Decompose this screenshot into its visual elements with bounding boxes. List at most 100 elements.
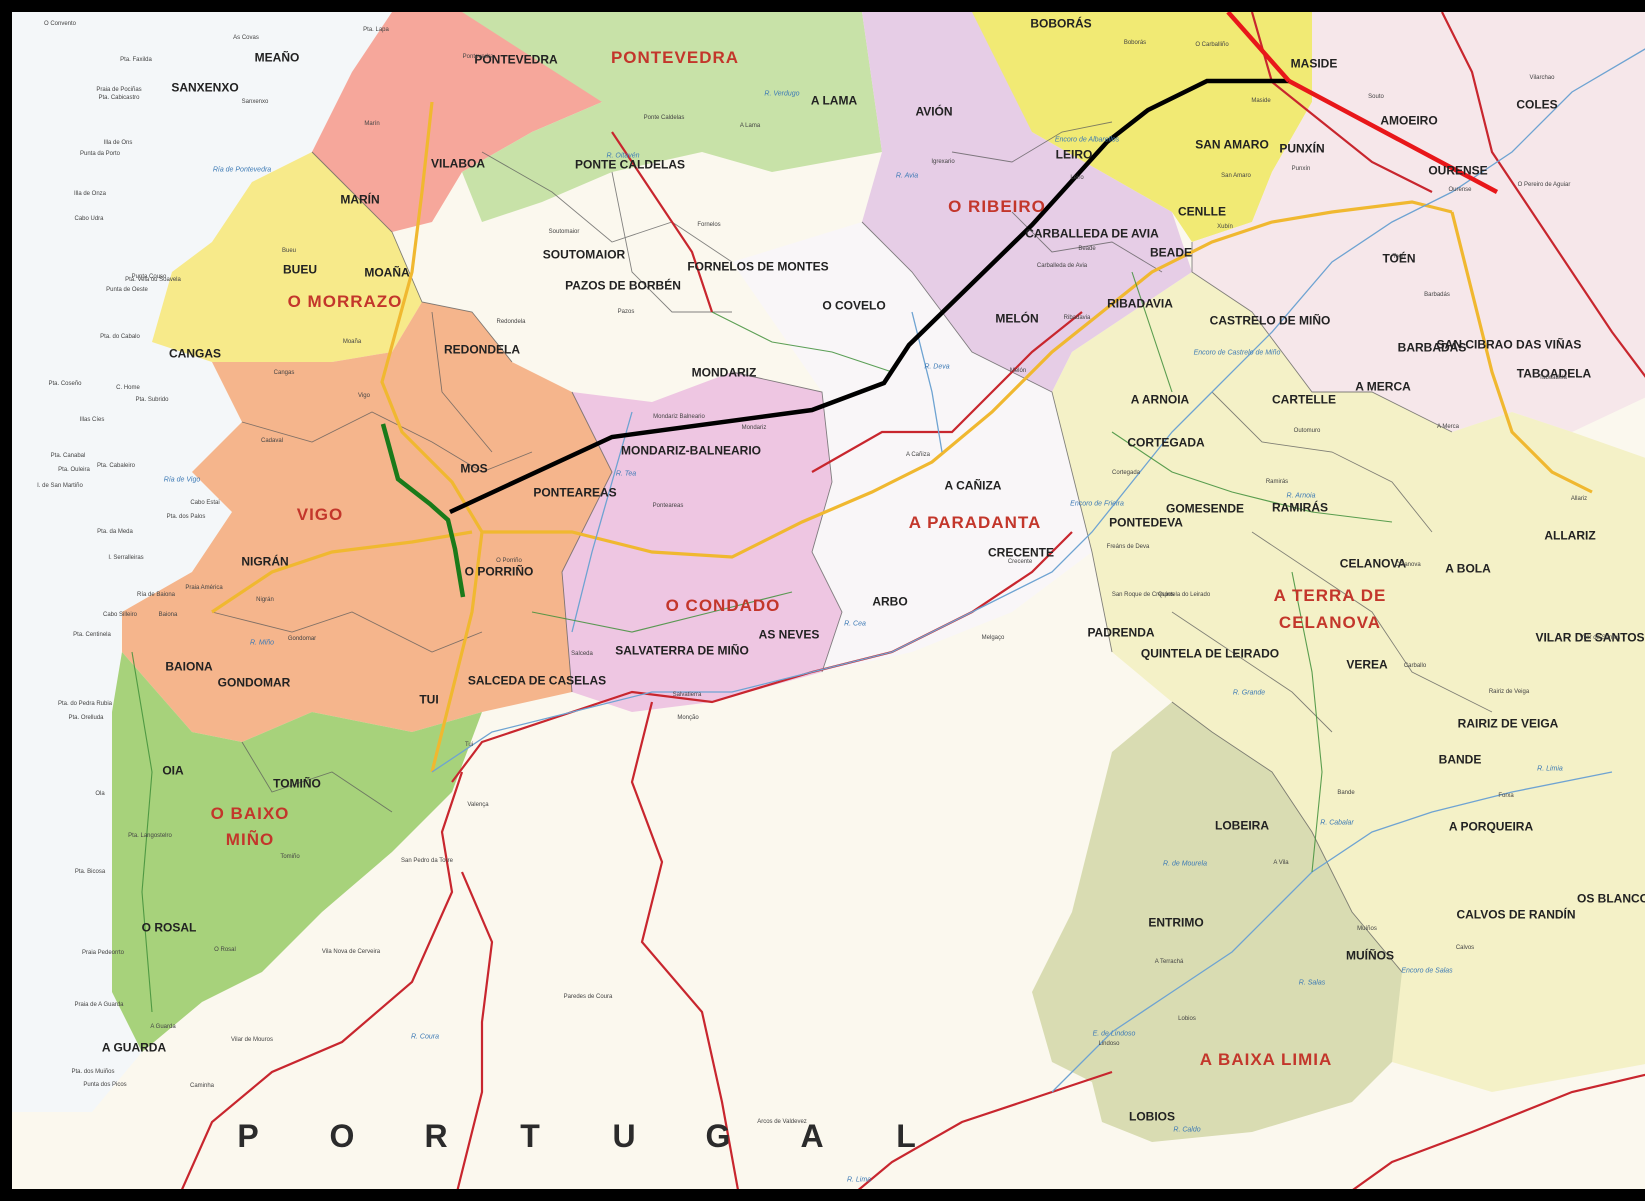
place-label: A Merca bbox=[1436, 423, 1460, 430]
place-label: Marín bbox=[364, 120, 380, 127]
place-label: Pta. dos Palos bbox=[166, 513, 206, 520]
rivers bbox=[431, 48, 1645, 1093]
municipality-label: PONTEAREAS bbox=[533, 485, 617, 500]
place-label: Valença bbox=[467, 801, 489, 808]
map-canvas bbox=[12, 12, 1645, 1189]
country-letter: U bbox=[612, 1118, 636, 1155]
place-label: Soutomaior bbox=[548, 228, 580, 235]
place-label: Pta. do Pedra Rubia bbox=[57, 700, 113, 707]
place-label: Pta. dos Muiños bbox=[71, 1068, 115, 1075]
region-pontevedra[interactable] bbox=[312, 12, 612, 232]
river-label: R. Tea bbox=[615, 470, 637, 478]
place-label: Punta Couso bbox=[131, 273, 167, 280]
place-label: A Vila bbox=[1273, 859, 1289, 866]
place-label: Crecente bbox=[1007, 558, 1033, 565]
region-o-baixo-mino[interactable] bbox=[112, 652, 482, 1052]
municipality-label: SALCEDA DE CASELAS bbox=[467, 673, 607, 688]
municipality-label: REDONDELA bbox=[443, 342, 521, 357]
municipality-label: FORNELOS DE MONTES bbox=[687, 259, 829, 274]
place-label: Salvatierra bbox=[672, 691, 702, 698]
place-label: Vilarchao bbox=[1529, 74, 1555, 81]
river-label: Encoro de Salas bbox=[1401, 967, 1453, 975]
municipality-label: O COVELO bbox=[822, 298, 886, 313]
place-label: Caminha bbox=[189, 1082, 215, 1089]
place-label: O Pereiro de Aguiar bbox=[1517, 181, 1571, 188]
place-label: Praia Pedeorrto bbox=[81, 949, 125, 956]
sea-area bbox=[12, 12, 392, 1112]
municipality-label: MASIDE bbox=[1290, 56, 1338, 71]
place-label: Redondela bbox=[496, 318, 526, 325]
municipality-label: PADRENDA bbox=[1087, 625, 1155, 640]
municipality-label: COLES bbox=[1516, 97, 1558, 112]
region-vigo[interactable] bbox=[122, 302, 612, 742]
place-label: Cortegada bbox=[1111, 469, 1141, 476]
place-label: Souto bbox=[1368, 93, 1384, 100]
municipality-label: RAMIRÁS bbox=[1272, 500, 1328, 515]
place-label: Vigo bbox=[358, 392, 370, 399]
place-label: C. Home bbox=[116, 384, 140, 391]
municipality-label: MONDARIZ bbox=[691, 365, 757, 380]
place-label: Arcos de Valdevez bbox=[757, 1118, 807, 1125]
municipality-label: CANGAS bbox=[168, 346, 222, 361]
black-route bbox=[449, 78, 1289, 515]
place-label: Cabo Estai bbox=[190, 499, 220, 506]
river-label: R. Grande bbox=[1232, 689, 1266, 697]
municipality-label: MUÍÑOS bbox=[1346, 948, 1394, 963]
municipality-label: CENLLE bbox=[1178, 204, 1226, 219]
place-label: Mondariz bbox=[741, 424, 767, 431]
green-route bbox=[380, 423, 466, 598]
river-label: R. Cea bbox=[844, 620, 866, 628]
region-o-carballino[interactable] bbox=[972, 12, 1332, 242]
place-label: Tomiño bbox=[280, 853, 300, 860]
place-label: A Terrachá bbox=[1154, 958, 1184, 965]
region-a-terra-de-celanova[interactable] bbox=[1052, 272, 1645, 1092]
place-label: Melón bbox=[1009, 367, 1027, 374]
place-label: Illa de Ons bbox=[103, 139, 133, 146]
place-label: O Convento bbox=[43, 20, 77, 27]
place-label: Pta. Langostelro bbox=[128, 832, 172, 839]
municipality-label: BAIONA bbox=[165, 659, 213, 674]
region-label-pontevedra: PONTEVEDRA bbox=[610, 48, 740, 68]
place-label: Pta. Lapa bbox=[363, 26, 389, 33]
municipality-label: A LAMA bbox=[810, 93, 858, 108]
place-label: Barbadás bbox=[1424, 291, 1450, 298]
municipality-label: SANXENXO bbox=[171, 80, 239, 95]
country-letter: O bbox=[329, 1118, 355, 1155]
municipality-label: VILAR DE SANTOS bbox=[1535, 630, 1645, 645]
river-label: R. Deva bbox=[924, 363, 950, 371]
municipality-label: BOBORÁS bbox=[1030, 16, 1092, 31]
place-label: Lobios bbox=[1178, 1015, 1196, 1022]
red-route-upper bbox=[1226, 12, 1291, 83]
region-ourense[interactable] bbox=[1192, 12, 1645, 432]
region-o-ribeiro[interactable] bbox=[862, 12, 1192, 392]
river-label: R. Cabalar bbox=[1320, 819, 1354, 827]
place-label: Ribadavia bbox=[1063, 314, 1091, 321]
place-label: Tui bbox=[464, 741, 474, 748]
country-letter: T bbox=[520, 1118, 540, 1155]
municipality-label: A GUARDA bbox=[101, 1040, 167, 1055]
region-a-baixa-limia[interactable] bbox=[1032, 702, 1402, 1142]
place-label: Punta de Oeste bbox=[106, 286, 148, 293]
place-label: Gondomar bbox=[287, 635, 317, 642]
region-o-morrazo[interactable] bbox=[152, 152, 422, 362]
river-label: R. Arnoia bbox=[1286, 492, 1316, 500]
place-label: Calvos bbox=[1455, 944, 1475, 951]
place-label: O Porriño bbox=[496, 557, 522, 564]
place-label: O Carballiño bbox=[1195, 41, 1229, 48]
region-a-paradanta[interactable] bbox=[732, 222, 1092, 672]
place-label: Toén bbox=[1392, 253, 1406, 260]
place-label: Pta. do Cabalo bbox=[100, 333, 140, 340]
region-label-o-condado: O CONDADO bbox=[665, 596, 781, 616]
region-label-a-baixa-limia: A BAIXA LIMIA bbox=[1199, 1050, 1333, 1070]
municipality-label: SOUTOMAIOR bbox=[542, 247, 626, 262]
region-label-a-terra-de-celanova-2: CELANOVA bbox=[1278, 613, 1382, 633]
municipality-label: A PORQUEIRA bbox=[1448, 819, 1534, 834]
motorways bbox=[211, 101, 1593, 773]
municipality-label: CORTEGADA bbox=[1127, 435, 1205, 450]
place-label: Baiona bbox=[158, 611, 178, 618]
municipality-label: A ARNOIA bbox=[1130, 392, 1190, 407]
municipality-label: RAIRIZ DE VEIGA bbox=[1457, 716, 1559, 731]
region-o-condado[interactable] bbox=[562, 372, 842, 712]
region-pontevedra-east[interactable] bbox=[462, 12, 882, 222]
